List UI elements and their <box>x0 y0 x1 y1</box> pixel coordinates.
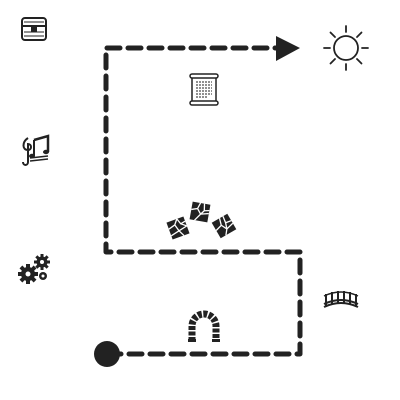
music-notes-icon[interactable] <box>22 134 50 166</box>
route-arrowhead <box>276 36 300 61</box>
route-path <box>103 45 303 357</box>
cobblestone-tiles-icon[interactable] <box>166 201 237 240</box>
scroll-icon[interactable] <box>189 73 219 106</box>
treasure-chest-icon[interactable] <box>21 17 47 41</box>
stone-archway-icon[interactable] <box>188 310 220 342</box>
sun-icon[interactable] <box>323 25 369 71</box>
bridge-icon[interactable] <box>323 291 359 308</box>
start-dot[interactable] <box>94 341 120 367</box>
gears-icon[interactable] <box>18 254 50 284</box>
